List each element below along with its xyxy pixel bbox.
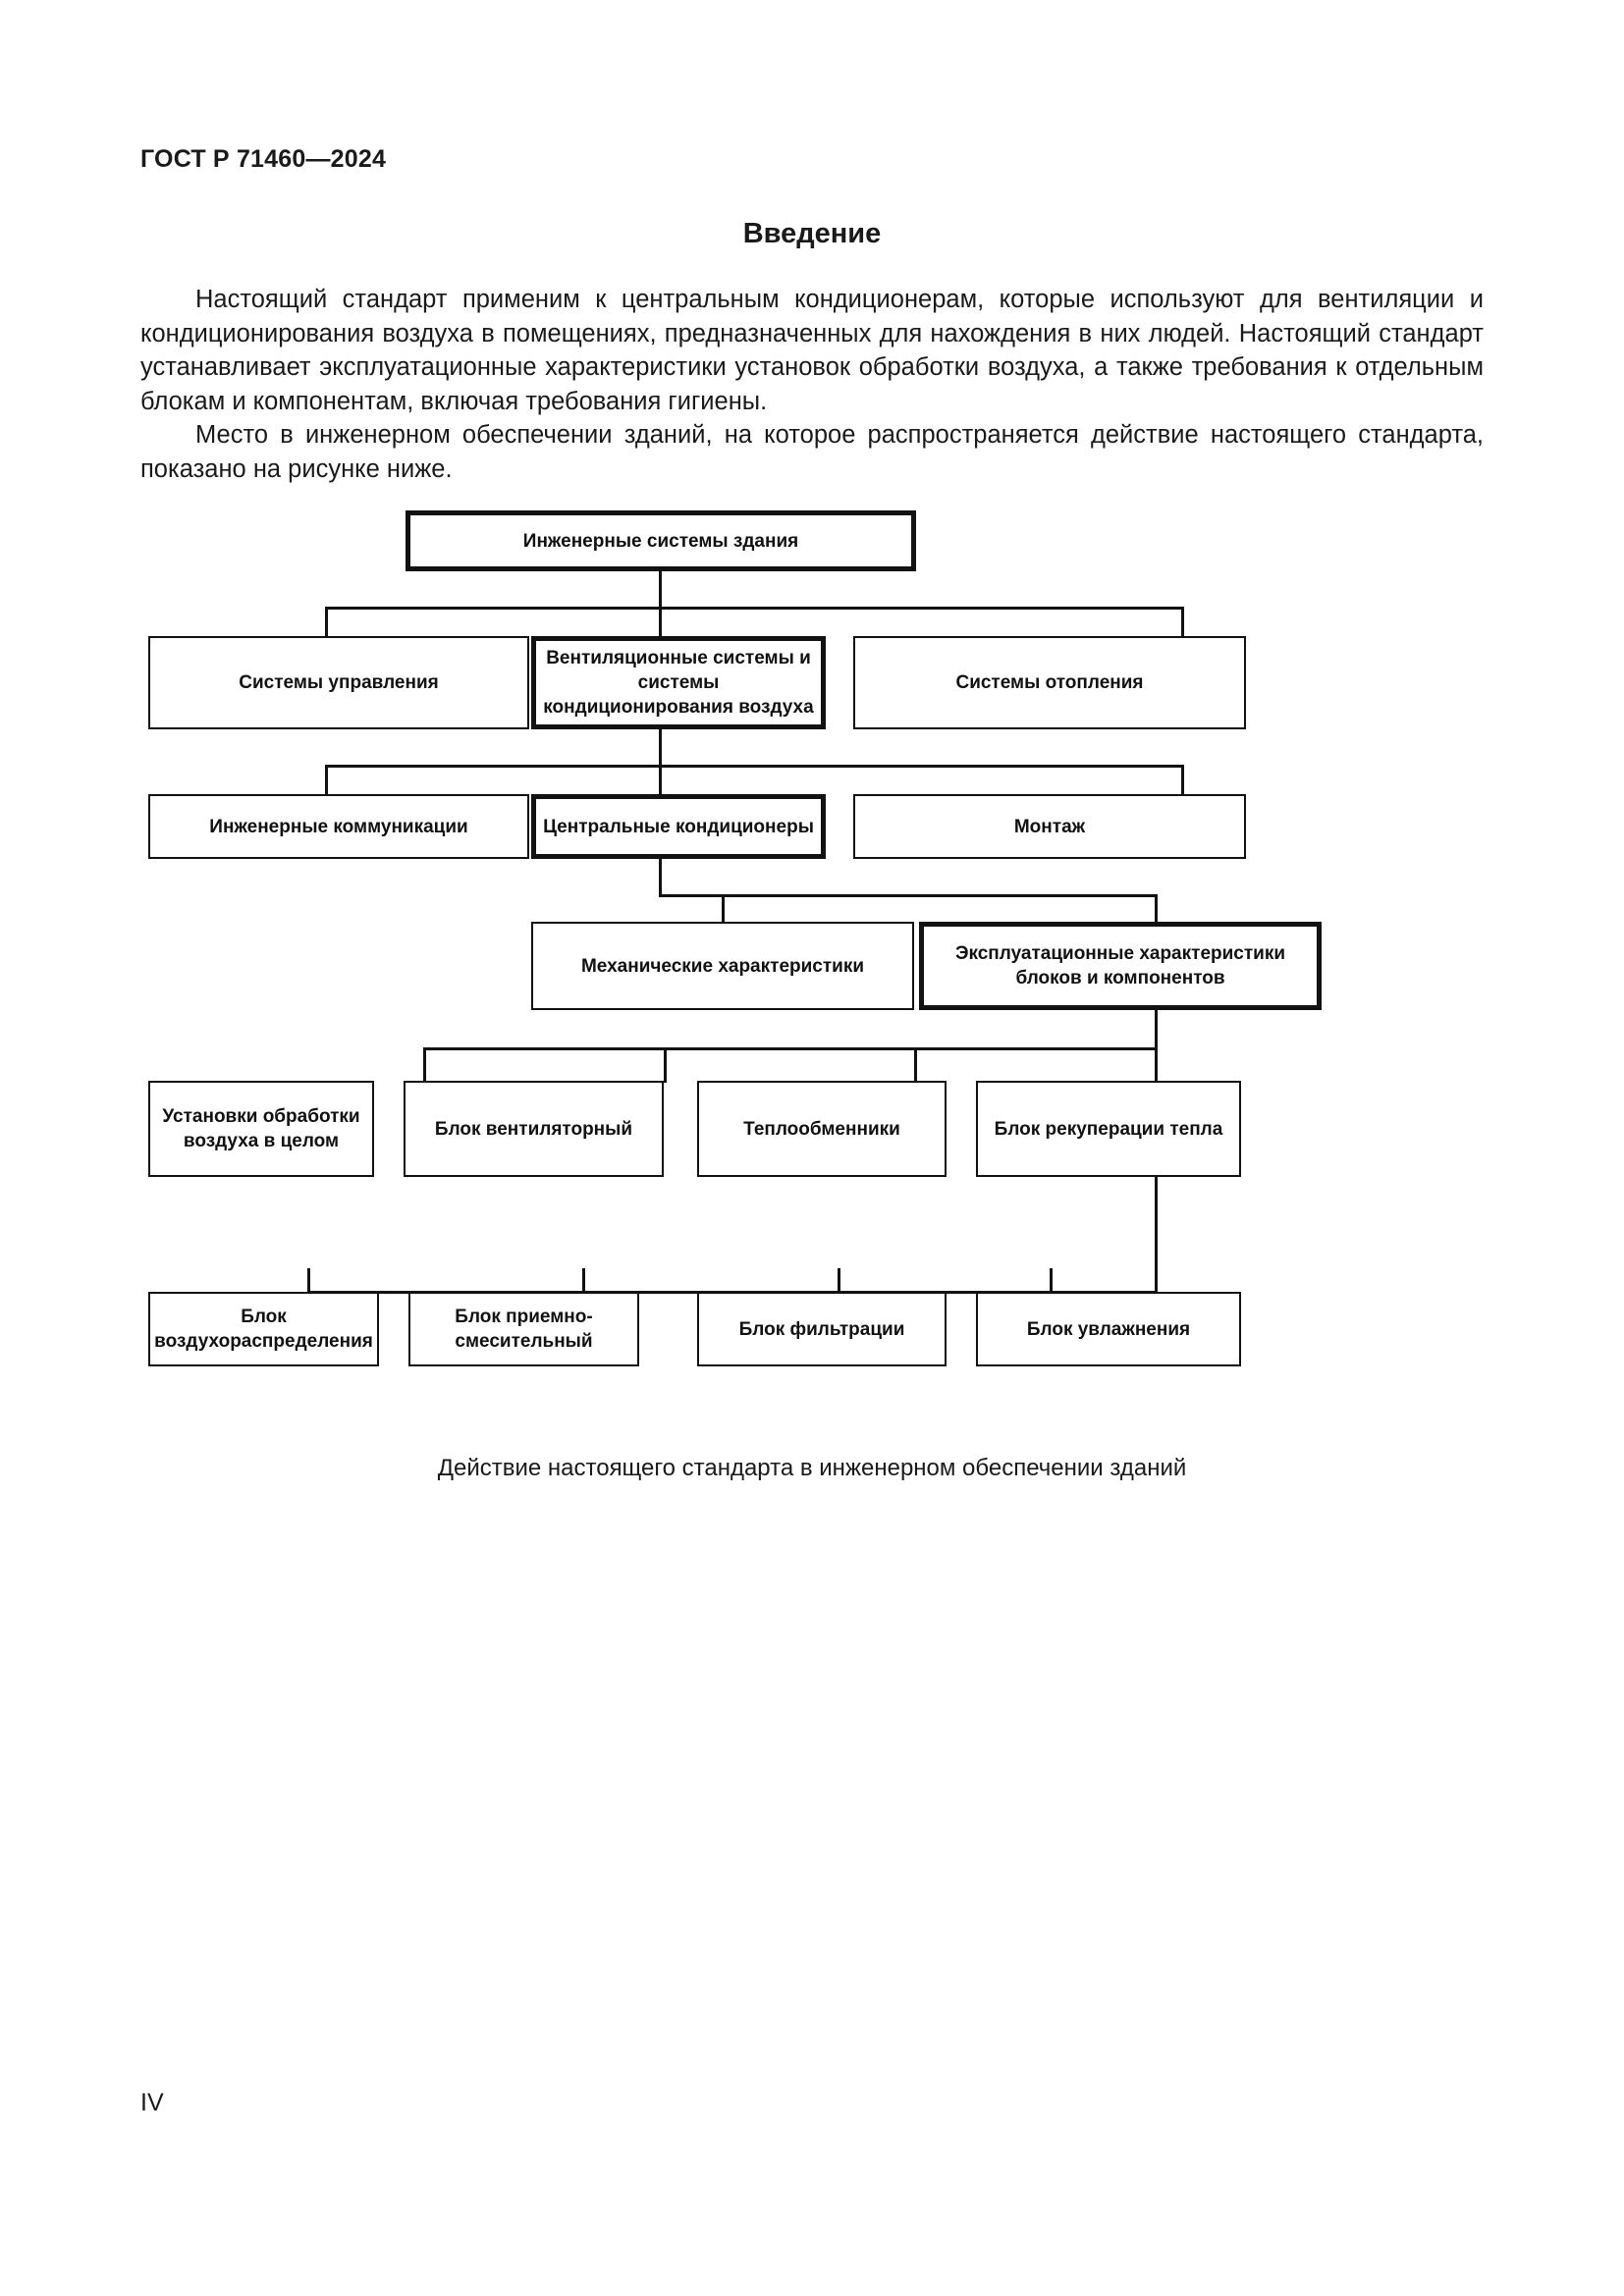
node-central-air-conditioners-label: Центральные кондиционеры <box>543 816 814 837</box>
node-control-systems-label: Системы управления <box>239 672 439 693</box>
paragraph-2: Место в инженерном обеспечении зданий, н… <box>140 418 1484 486</box>
node-heat-exchangers: Теплообменники <box>697 1081 947 1177</box>
connector-row2-drop-center <box>659 607 662 638</box>
node-operational-characteristics: Эксплуатационные характеристики блоков и… <box>919 922 1322 1010</box>
node-filtration-block: Блок фильтрации <box>697 1292 947 1366</box>
connector-row2-drop-left <box>325 607 328 638</box>
connector-row6-drop-4 <box>1050 1268 1053 1294</box>
connector-row5-drop-2 <box>664 1047 667 1083</box>
connector-row3-stem <box>659 729 662 767</box>
connector-row5-bus <box>423 1047 1158 1050</box>
running-header: ГОСТ Р 71460—2024 <box>140 145 387 173</box>
node-ventilation-ac-systems-label: Вентиляционные системы и системы кондици… <box>543 648 814 718</box>
node-central-air-conditioners: Центральные кондиционеры <box>531 794 826 859</box>
node-heat-recovery-block: Блок рекуперации тепла <box>976 1081 1241 1177</box>
node-intake-mixing-block-label: Блок приемно-смесительный <box>455 1307 593 1352</box>
node-ventilation-ac-systems: Вентиляционные системы и системы кондици… <box>531 636 826 729</box>
connector-row6-drop-2 <box>582 1268 585 1294</box>
connector-row4-stem <box>659 859 662 896</box>
paragraph-1: Настоящий стандарт применим к центральны… <box>140 283 1484 418</box>
figure-diagram: Инженерные системы здания Системы управл… <box>140 510 1484 1423</box>
node-intake-mixing-block: Блок приемно-смесительный <box>408 1292 639 1366</box>
node-humidification-block: Блок увлажнения <box>976 1292 1241 1366</box>
paragraph-1-text: Настоящий стандарт применим к центральны… <box>140 286 1484 415</box>
connector-row5-stem <box>1155 1010 1158 1049</box>
node-root-label: Инженерные системы здания <box>522 530 799 552</box>
connector-row4-bus <box>659 894 1158 897</box>
node-mechanical-characteristics: Механические характеристики <box>531 922 914 1010</box>
connector-row4-drop-left <box>722 894 725 924</box>
page-title: Введение <box>742 218 882 249</box>
node-operational-characteristics-label: Эксплуатационные характеристики блоков и… <box>954 943 1286 988</box>
node-air-distribution-block: Блок воздухораспределения <box>148 1292 379 1366</box>
node-heat-recovery-block-label: Блок рекуперации тепла <box>994 1118 1223 1140</box>
node-filtration-block-label: Блок фильтрации <box>738 1318 905 1340</box>
paragraph-2-text: Место в инженерном обеспечении зданий, н… <box>140 421 1484 483</box>
node-installation: Монтаж <box>853 794 1246 859</box>
connector-row6-drop-3 <box>838 1268 840 1294</box>
node-mechanical-characteristics-label: Механические характеристики <box>580 955 865 977</box>
connector-row2-drop-right <box>1181 607 1184 638</box>
connector-row3-bus <box>325 765 1184 768</box>
node-heat-exchangers-label: Теплообменники <box>743 1118 900 1140</box>
node-engineering-utilities-label: Инженерные коммуникации <box>209 816 468 837</box>
figure-caption: Действие настоящего стандарта в инженерн… <box>437 1455 1187 1481</box>
connector-row2-bus <box>325 607 1184 610</box>
connector-root-stem <box>659 571 662 609</box>
body-text: Настоящий стандарт применим к центральны… <box>140 283 1484 486</box>
node-fan-block-label: Блок вентиляторный <box>434 1118 633 1140</box>
connector-row3-drop-center <box>659 765 662 796</box>
connector-row4-drop-right <box>1155 894 1158 924</box>
node-control-systems: Системы управления <box>148 636 529 729</box>
node-installation-label: Монтаж <box>1013 816 1086 837</box>
connector-row3-drop-left <box>325 765 328 796</box>
node-humidification-block-label: Блок увлажнения <box>1026 1318 1191 1340</box>
connector-row6-drop-1 <box>307 1268 310 1294</box>
node-air-distribution-block-label: Блок воздухораспределения <box>154 1307 373 1352</box>
node-air-handling-units-label: Установки обработки воздуха в целом <box>162 1106 360 1151</box>
node-heating-systems: Системы отопления <box>853 636 1246 729</box>
connector-row3-drop-right <box>1181 765 1184 796</box>
node-root: Инженерные системы здания <box>406 510 916 571</box>
connector-row5-drop-1 <box>423 1047 426 1083</box>
node-fan-block: Блок вентиляторный <box>404 1081 664 1177</box>
page-number: IV <box>140 2089 164 2116</box>
node-engineering-utilities: Инженерные коммуникации <box>148 794 529 859</box>
connector-row5-drop-3 <box>914 1047 917 1083</box>
node-heating-systems-label: Системы отопления <box>955 672 1144 693</box>
node-air-handling-units: Установки обработки воздуха в целом <box>148 1081 374 1177</box>
